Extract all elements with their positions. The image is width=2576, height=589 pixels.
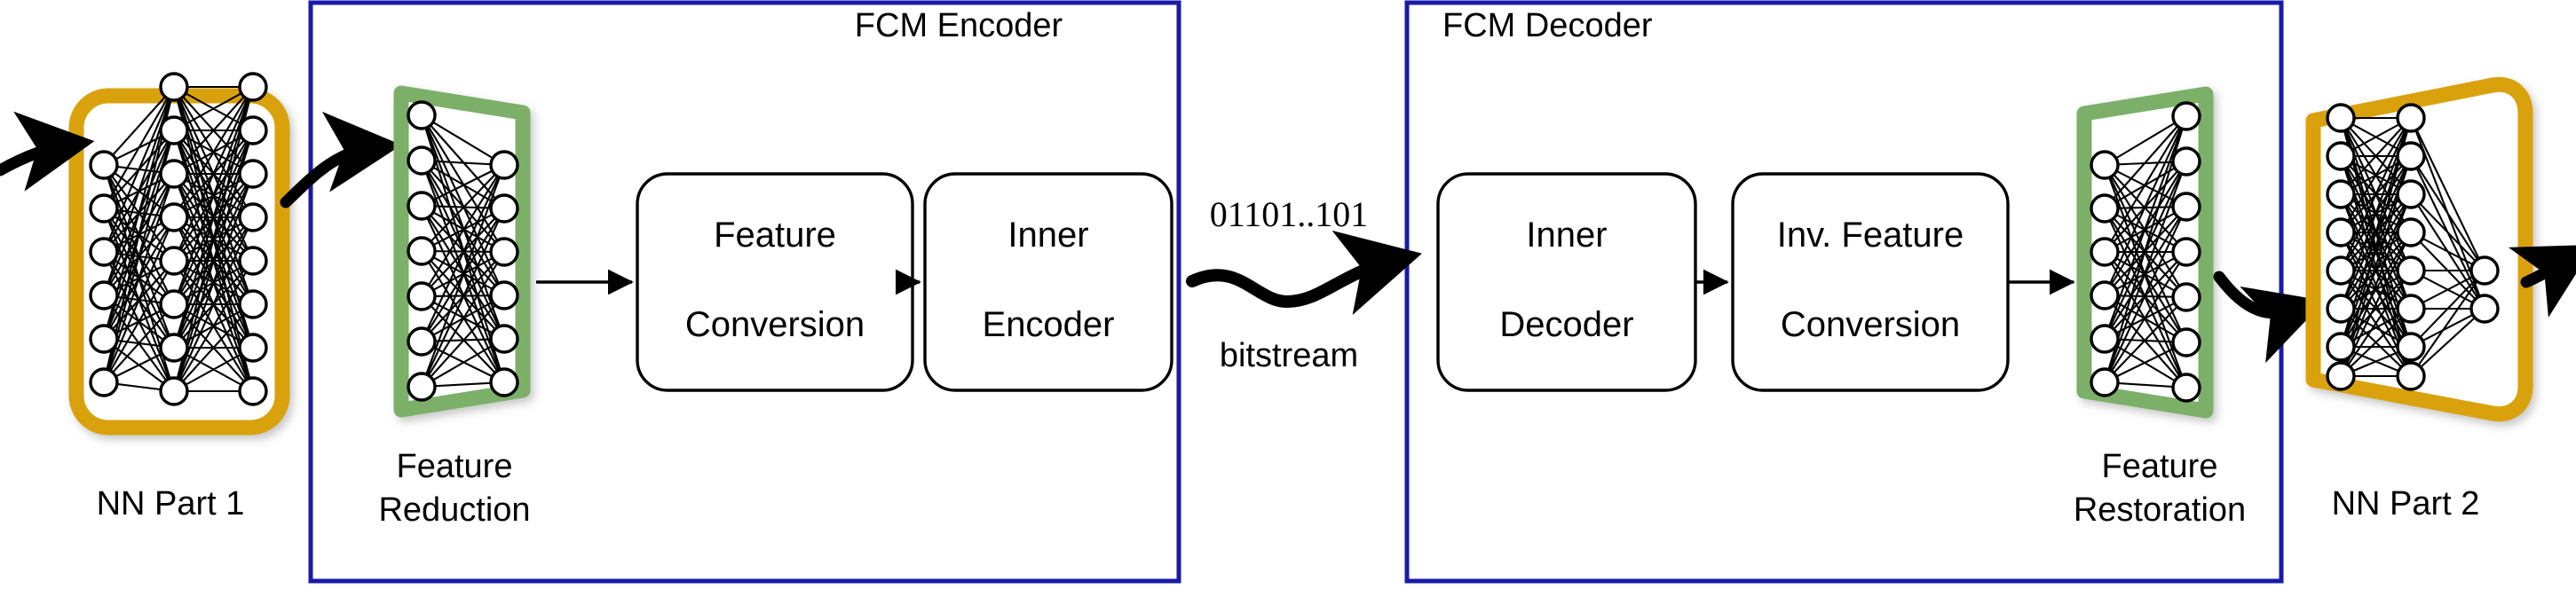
inv-feature-conversion-label-line2: Conversion bbox=[1780, 305, 1961, 344]
bitstream-name-label: bitstream bbox=[1219, 337, 1359, 374]
caption-feature-restoration-line2: Restoration bbox=[2073, 491, 2247, 529]
arrow-restoration-to-nn2 bbox=[2213, 271, 2326, 364]
fcm-encoder-title: FCM Encoder bbox=[854, 7, 1063, 44]
arrow-bitstream bbox=[1186, 230, 1422, 316]
fcm-decoder-title: FCM Decoder bbox=[1442, 7, 1653, 44]
arrow-nn1-to-feature-reduction bbox=[280, 111, 402, 208]
inner-decoder-label-line2: Decoder bbox=[1499, 305, 1634, 344]
bitstream-bits-label: 01101..101 bbox=[1209, 194, 1369, 234]
inv-feature-conversion-box bbox=[1731, 172, 2010, 392]
inner-encoder-label-line2: Encoder bbox=[982, 305, 1115, 344]
nn-part-1-block bbox=[68, 72, 290, 436]
nn-part-2-block bbox=[2305, 76, 2533, 422]
inner-encoder-label-line1: Inner bbox=[1007, 216, 1089, 255]
arrow-input bbox=[0, 111, 95, 192]
caption-feature-reduction-line2: Reduction bbox=[378, 491, 531, 529]
feature-reduction-network bbox=[407, 100, 519, 402]
inner-encoder-box bbox=[923, 172, 1173, 392]
feature-conversion-box bbox=[636, 172, 914, 392]
feature-conversion-label-line2: Conversion bbox=[684, 305, 865, 344]
inner-decoder-box bbox=[1436, 172, 1697, 392]
nn-part-1-network bbox=[89, 72, 268, 406]
feature-conversion-label-line1: Feature bbox=[714, 216, 836, 255]
inner-decoder-label-line1: Inner bbox=[1526, 216, 1608, 255]
nn-part-2-network bbox=[2326, 103, 2500, 391]
caption-nn-part-1: NN Part 1 bbox=[96, 485, 245, 522]
caption-nn-part-2: NN Part 2 bbox=[2331, 485, 2480, 522]
feature-restoration-network bbox=[2090, 101, 2201, 403]
arrow-output bbox=[2508, 244, 2576, 318]
inv-feature-conversion-label-line1: Inv. Feature bbox=[1776, 216, 1964, 255]
caption-feature-restoration-line1: Feature bbox=[2101, 448, 2218, 485]
feature-reduction-block bbox=[393, 85, 531, 418]
feature-restoration-block bbox=[2076, 86, 2214, 419]
caption-feature-reduction-line1: Feature bbox=[396, 448, 513, 485]
